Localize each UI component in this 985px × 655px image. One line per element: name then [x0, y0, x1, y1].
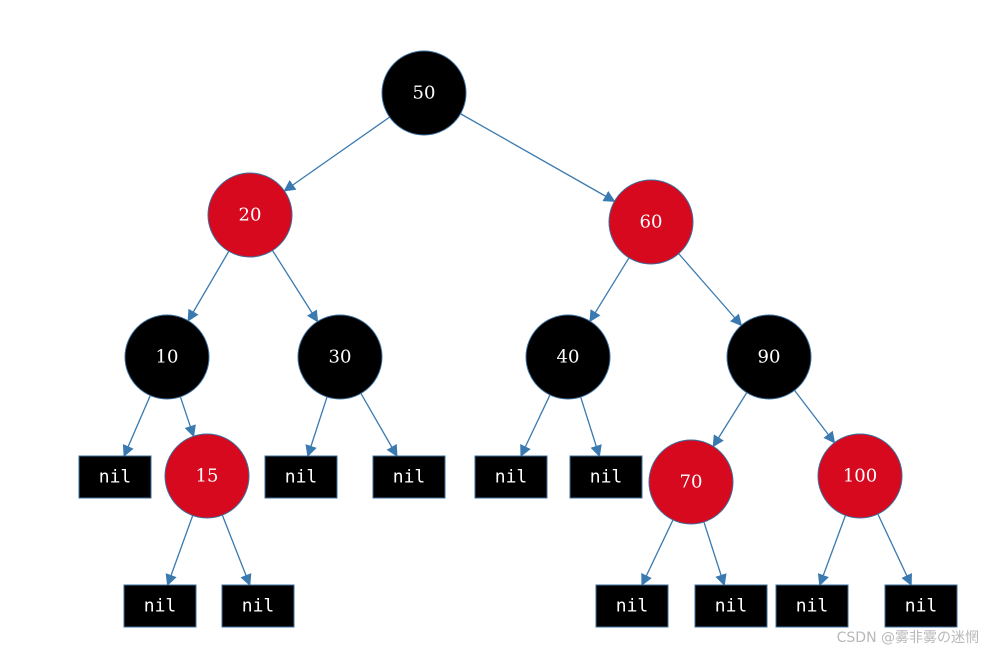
nil-label: nil	[285, 467, 318, 488]
node-label: 50	[413, 83, 436, 104]
tree-node-20: 20	[207, 172, 293, 258]
node-label: 10	[156, 347, 179, 368]
node-circle-black	[726, 314, 812, 400]
node-label: 90	[758, 347, 781, 368]
nil-leaf: nil	[884, 584, 958, 628]
edge-n90-n70	[712, 392, 748, 448]
nil-box	[78, 455, 152, 499]
node-label: 30	[329, 347, 352, 368]
node-label: 40	[557, 347, 580, 368]
watermark: CSDN @雾非雾の迷惘	[836, 630, 979, 646]
edge-n20-n10	[187, 250, 230, 322]
node-circle-black	[124, 314, 210, 400]
edge-n60-n90	[678, 253, 743, 327]
tree-node-90: 90	[726, 314, 812, 400]
nil-leaf: nil	[569, 455, 643, 499]
tree-nodes: 50 20 60 10 30 40 90 15 70 100 nil nil nil nil nil nil n…	[78, 50, 958, 628]
edge-n50-n60	[460, 113, 616, 202]
nil-leaf: nil	[78, 455, 152, 499]
node-circle-black	[297, 314, 383, 400]
nil-box	[569, 455, 643, 499]
tree-node-100: 100	[817, 433, 903, 519]
node-circle-red	[817, 433, 903, 519]
nil-label: nil	[616, 596, 649, 617]
nil-leaf: nil	[775, 584, 849, 628]
tree-node-70: 70	[648, 439, 734, 525]
nil-leaf: nil	[474, 455, 548, 499]
nil-box	[694, 584, 768, 628]
nil-label: nil	[99, 467, 132, 488]
nil-label: nil	[144, 596, 177, 617]
edge-n100-nil10	[817, 515, 847, 587]
edge-n40-nil5	[580, 396, 602, 458]
tree-node-50: 50	[381, 50, 467, 136]
nil-box	[595, 584, 669, 628]
nil-leaf: nil	[123, 584, 197, 628]
nil-box	[372, 455, 446, 499]
edge-n40-nil4	[520, 394, 551, 458]
edge-n50-n20	[283, 116, 390, 192]
nil-label: nil	[905, 596, 938, 617]
node-label: 100	[843, 466, 877, 487]
tree-node-30: 30	[297, 314, 383, 400]
tree-node-15: 15	[164, 433, 250, 519]
tree-node-10: 10	[124, 314, 210, 400]
edge-n10-nil1	[122, 395, 151, 458]
node-label: 60	[640, 212, 663, 233]
nil-box	[123, 584, 197, 628]
edge-n15-nil7	[221, 514, 252, 587]
tree-node-40: 40	[525, 314, 611, 400]
node-circle-red	[164, 433, 250, 519]
edge-n100-nil11	[877, 513, 912, 587]
nil-label: nil	[393, 467, 426, 488]
edge-n90-n100	[793, 389, 836, 444]
nil-label: nil	[242, 596, 275, 617]
node-circle-black	[381, 50, 467, 136]
edge-n20-n30	[271, 250, 319, 323]
nil-box	[221, 584, 295, 628]
edge-n30-nil3	[360, 393, 398, 458]
edge-n70-nil9	[703, 521, 727, 587]
nil-leaf: nil	[694, 584, 768, 628]
nil-label: nil	[796, 596, 829, 617]
node-circle-red	[608, 179, 694, 265]
nil-box	[264, 455, 338, 499]
nil-leaf: nil	[372, 455, 446, 499]
nil-label: nil	[715, 596, 748, 617]
nil-label: nil	[495, 467, 528, 488]
node-circle-red	[207, 172, 293, 258]
nil-leaf: nil	[221, 584, 295, 628]
edge-n70-nil8	[641, 519, 674, 587]
edge-n60-n40	[589, 257, 630, 323]
tree-edges	[122, 113, 912, 587]
nil-box	[884, 584, 958, 628]
nil-leaf: nil	[595, 584, 669, 628]
edge-n10-n15	[179, 396, 196, 438]
nil-box	[775, 584, 849, 628]
edge-n30-nil2	[305, 396, 328, 458]
edge-n15-nil6	[165, 515, 194, 587]
node-label: 20	[239, 205, 262, 226]
nil-leaf: nil	[264, 455, 338, 499]
nil-label: nil	[590, 467, 623, 488]
tree-node-60: 60	[608, 179, 694, 265]
node-label: 15	[196, 466, 219, 487]
nil-box	[474, 455, 548, 499]
node-label: 70	[680, 472, 703, 493]
node-circle-black	[525, 314, 611, 400]
node-circle-red	[648, 439, 734, 525]
